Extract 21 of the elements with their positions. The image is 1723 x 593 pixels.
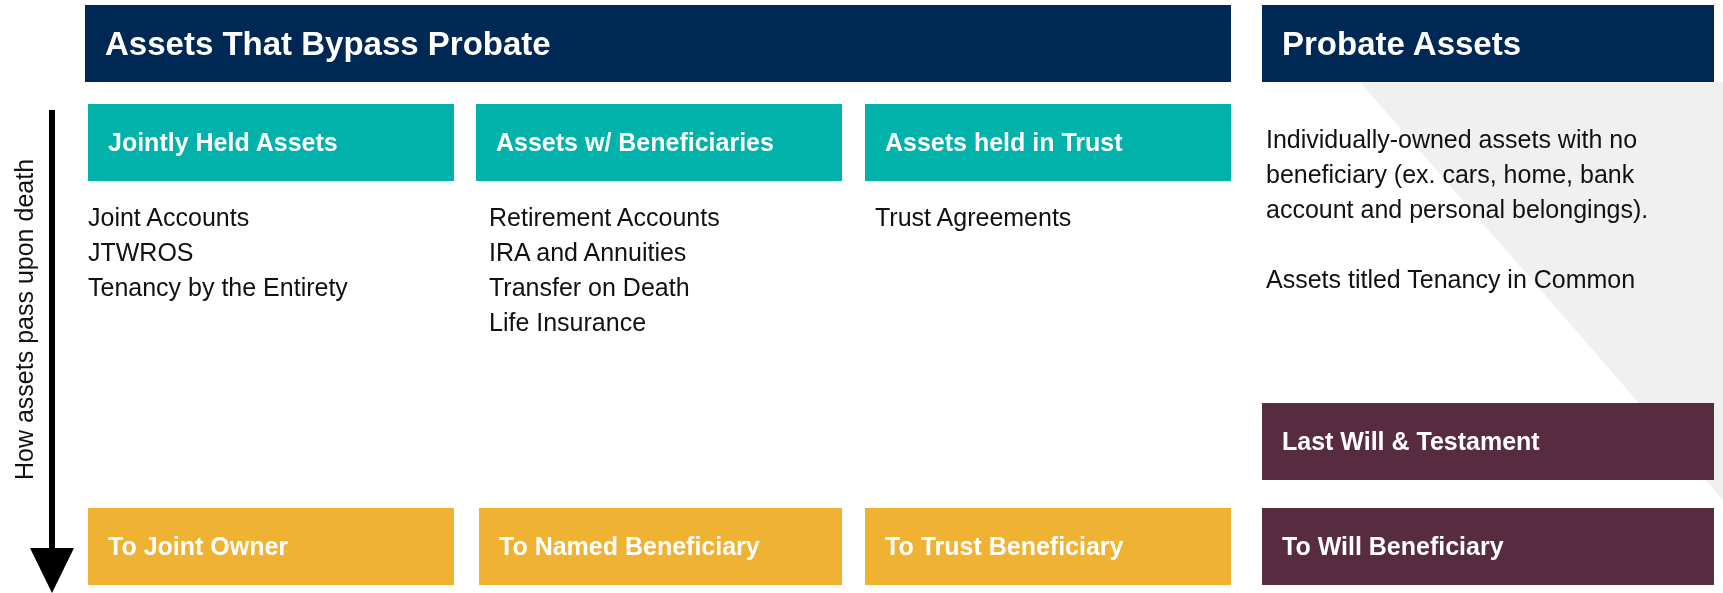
category-box: Jointly Held Assets — [88, 104, 454, 181]
description-text: Individually-owned assets with no beneficiary (ex. cars, home, bank account and personal belongings). — [1266, 124, 1650, 225]
destination-box: To Trust Beneficiary — [865, 508, 1231, 585]
header-banner: Probate Assets — [1262, 5, 1714, 82]
category-box: Assets w/ Beneficiaries — [476, 104, 842, 181]
axis-label: How assets pass upon death — [8, 158, 39, 480]
will-box: To Will Beneficiary — [1262, 508, 1714, 585]
list-item: Tenancy by the Entirety — [88, 272, 349, 303]
list-item: JTWROS — [88, 237, 195, 268]
list-item: Transfer on Death — [489, 272, 691, 303]
description-text: Assets titled Tenancy in Common — [1266, 264, 1637, 295]
destination-box: To Named Beneficiary — [479, 508, 842, 585]
category-box: Assets held in Trust — [865, 104, 1231, 181]
list-item: Trust Agreements — [875, 202, 1073, 233]
header-banner: Assets That Bypass Probate — [85, 5, 1231, 82]
list-item: IRA and Annuities — [489, 237, 688, 268]
list-item: Joint Accounts — [88, 202, 251, 233]
will-box: Last Will & Testament — [1262, 403, 1714, 480]
list-item: Life Insurance — [489, 307, 648, 338]
list-item: Retirement Accounts — [489, 202, 721, 233]
destination-box: To Joint Owner — [88, 508, 454, 585]
